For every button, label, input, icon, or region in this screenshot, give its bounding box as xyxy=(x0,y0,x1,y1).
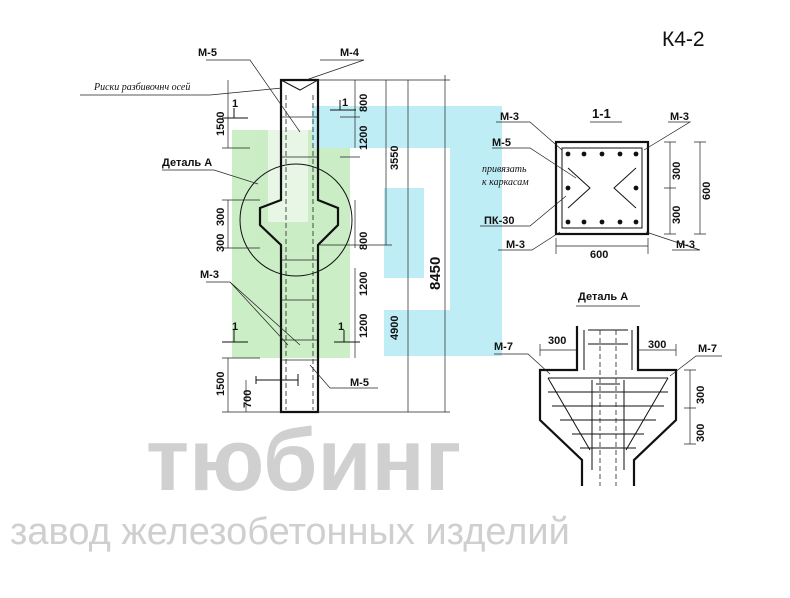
label-m5-bottom: М-5 xyxy=(350,377,369,389)
detail-label-m7-left: М-7 xyxy=(494,341,513,353)
dim-1200-mid: 1200 xyxy=(358,272,370,296)
label-axis-marks: Риски разбивочнч осей xyxy=(93,82,190,93)
section-dim-300-b: 300 xyxy=(671,206,683,224)
section-label-m3-tr: М-3 xyxy=(670,111,689,123)
section-label-m3-tl: М-3 xyxy=(500,111,519,123)
section-mark-left-top: 1 xyxy=(232,98,238,110)
dim-1500-top: 1500 xyxy=(215,112,227,136)
dim-700: 700 xyxy=(242,390,254,408)
section-title: 1-1 xyxy=(592,106,611,121)
section-mark-right-top: 1 xyxy=(342,97,348,109)
dim-8450: 8450 xyxy=(427,257,444,290)
watermark-brand: тюбинг xyxy=(146,410,461,509)
bind-note-line-1: привязать xyxy=(482,164,527,175)
dim-300-b: 300 xyxy=(215,234,227,252)
section-label-m3-bl: М-3 xyxy=(506,239,525,251)
dim-1200-low: 1200 xyxy=(358,314,370,338)
section-1-1 xyxy=(480,121,706,254)
section-mark-left-bottom: 1 xyxy=(232,321,238,333)
detail-a-view xyxy=(494,305,722,486)
detail-a-circle xyxy=(239,163,353,277)
watermark-subtitle: завод железобетонных изделий xyxy=(10,511,570,553)
section-label-pk30: ПК-30 xyxy=(484,215,515,227)
section-label-m3-br: М-3 xyxy=(676,239,695,251)
bind-note-line-2: к каркасам xyxy=(482,177,529,188)
label-m5-top: М-5 xyxy=(198,47,217,59)
section-dim-300-a: 300 xyxy=(671,162,683,180)
logo-cyan-block-mid xyxy=(384,188,424,278)
detail-dim-300-left: 300 xyxy=(548,335,566,347)
detail-dim-300-right: 300 xyxy=(648,339,666,351)
dim-1500-bottom: 1500 xyxy=(215,372,227,396)
detail-title: Деталь А xyxy=(578,291,628,303)
logo-cyan-block-bottom xyxy=(384,310,502,356)
dim-800-mid: 800 xyxy=(358,232,370,250)
section-label-m5: М-5 xyxy=(492,137,511,149)
detail-dim-300-b: 300 xyxy=(695,424,707,442)
label-m3-left: М-3 xyxy=(200,269,219,281)
detail-dim-300-a: 300 xyxy=(695,386,707,404)
logo-green-block xyxy=(232,130,350,358)
sheet-code: К4-2 xyxy=(662,28,705,51)
column-elevation xyxy=(80,59,450,414)
section-dim-600-horizontal: 600 xyxy=(590,249,608,261)
dim-4900: 4900 xyxy=(389,316,401,340)
label-detail-a: Деталь А xyxy=(162,157,212,169)
section-dim-600-vertical: 600 xyxy=(701,182,713,200)
section-mark-right-bottom: 1 xyxy=(338,321,344,333)
label-m4: М-4 xyxy=(340,47,360,59)
dim-300-a: 300 xyxy=(215,208,227,226)
dim-800-top: 800 xyxy=(358,94,370,112)
dim-3550: 3550 xyxy=(389,146,401,170)
detail-label-m7-right: М-7 xyxy=(698,343,717,355)
dim-1200-top: 1200 xyxy=(358,126,370,150)
